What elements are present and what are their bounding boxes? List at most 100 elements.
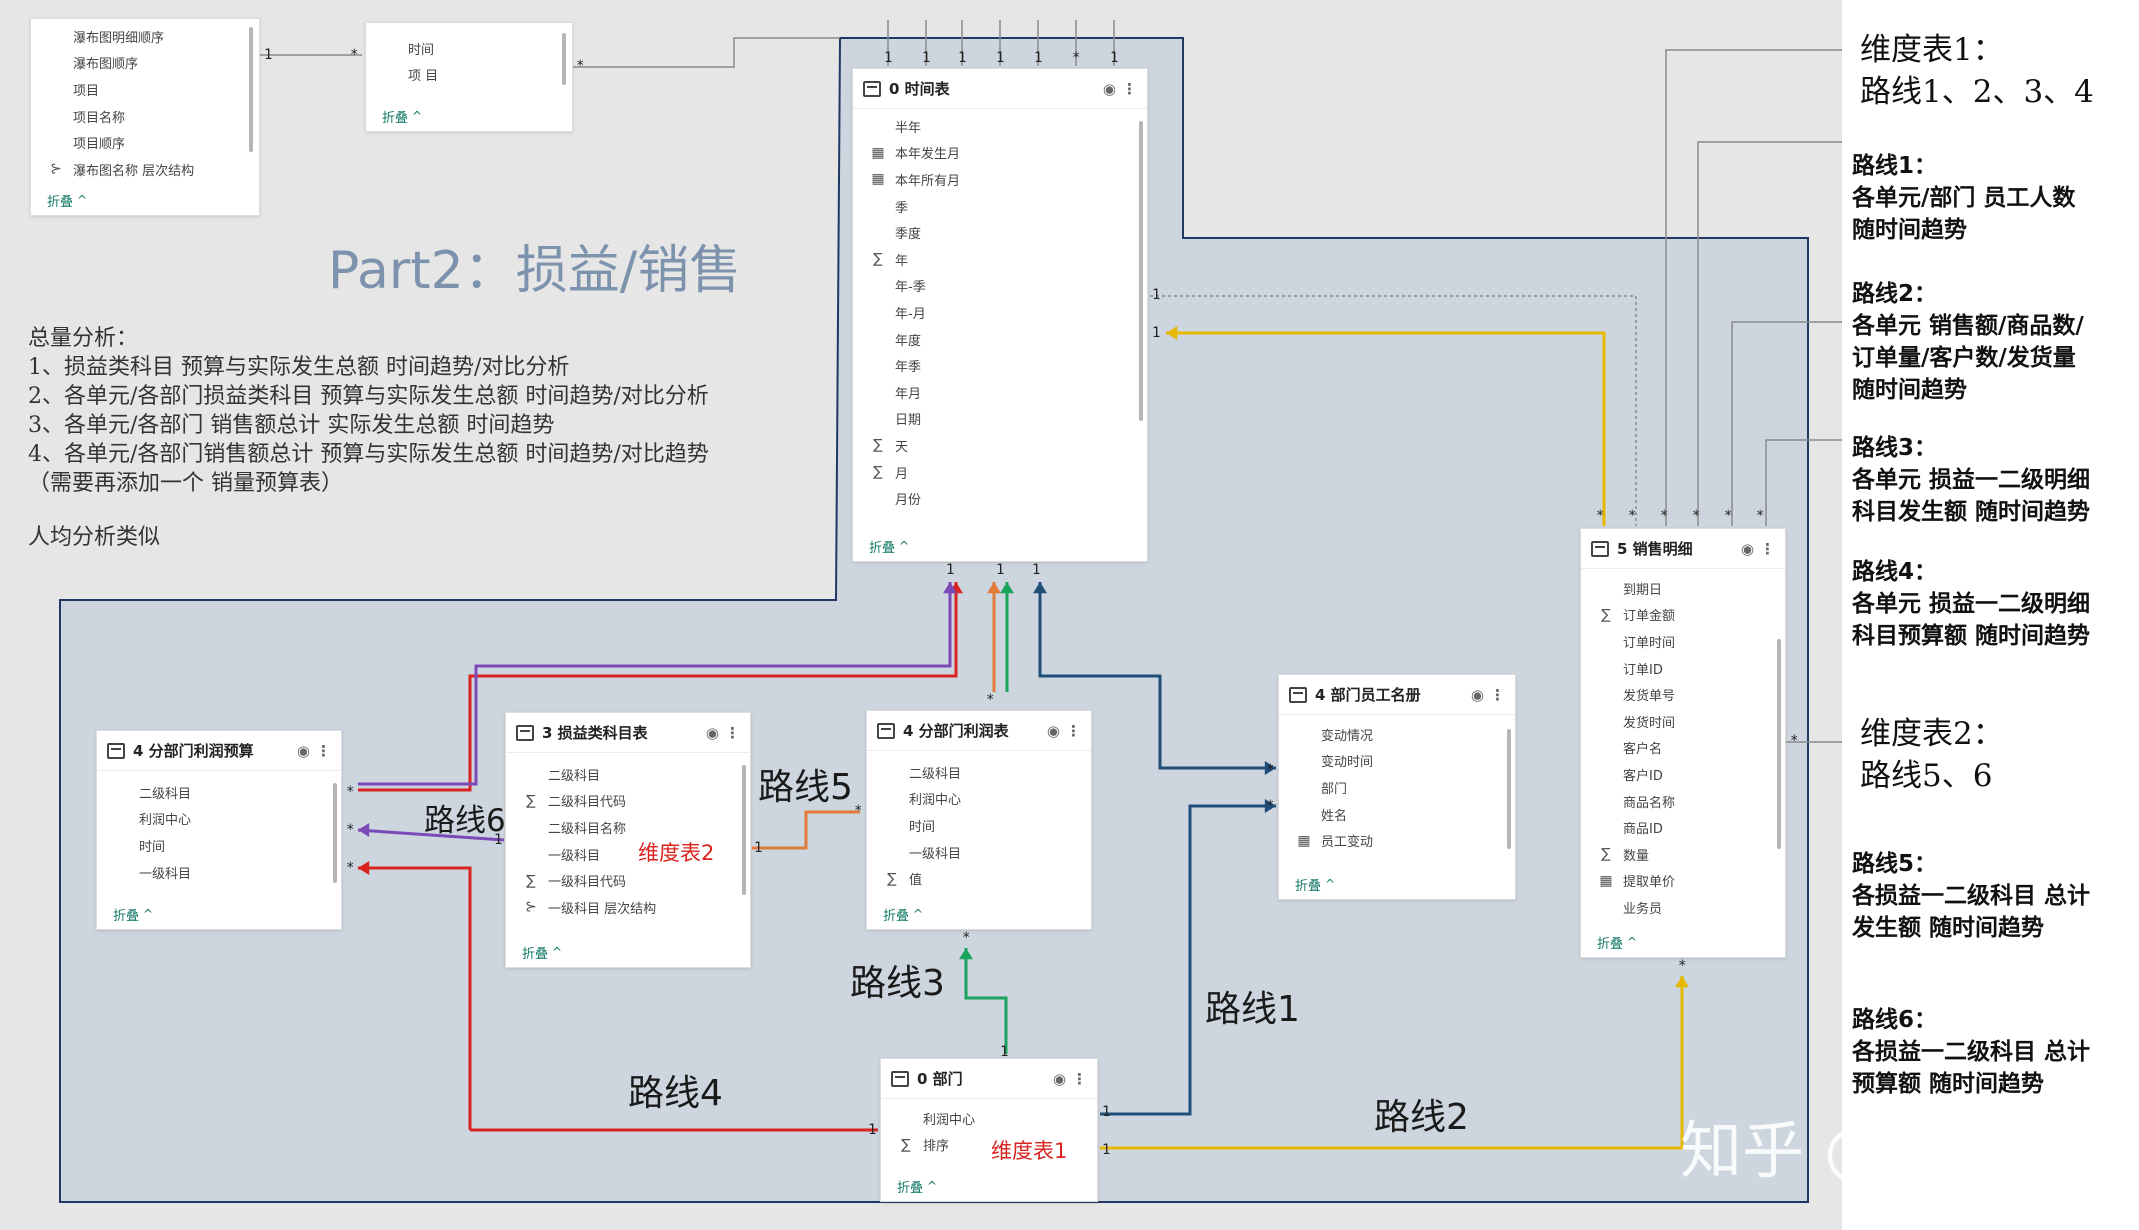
- collapse-button[interactable]: 折叠^: [31, 185, 87, 215]
- table-field[interactable]: 日期: [853, 406, 1147, 433]
- table-field[interactable]: 年度: [853, 326, 1147, 353]
- table-field[interactable]: 年月: [853, 379, 1147, 406]
- table-field[interactable]: 商品名称: [1581, 788, 1785, 815]
- table-card-budget[interactable]: 4 分部门利润预算 ◉ ⋮ 二级科目利润中心时间一级科目 折叠^: [96, 730, 342, 930]
- table-field[interactable]: 业务员: [1581, 894, 1785, 921]
- table-header[interactable]: 0 部门 ◉ ⋮: [881, 1059, 1097, 1099]
- eye-icon[interactable]: ◉: [296, 741, 310, 760]
- table-field[interactable]: ⊱瀑布图名称 层次结构: [31, 156, 259, 183]
- collapse-button[interactable]: 折叠^: [881, 1171, 937, 1201]
- table-header[interactable]: 5 销售明细 ◉ ⋮: [1581, 529, 1785, 569]
- table-field[interactable]: ∑排序: [881, 1132, 1097, 1159]
- table-field[interactable]: 年-月: [853, 299, 1147, 326]
- eye-icon[interactable]: ◉: [1046, 721, 1060, 740]
- eye-icon[interactable]: ◉: [1102, 79, 1116, 98]
- table-card-dept[interactable]: 0 部门 ◉ ⋮ 利润中心∑排序 维度表1 折叠^: [880, 1058, 1098, 1202]
- collapse-button[interactable]: 折叠^: [853, 531, 909, 561]
- scrollbar[interactable]: [1507, 729, 1511, 849]
- table-field[interactable]: ∑天: [853, 432, 1147, 459]
- table-field[interactable]: 一级科目: [867, 839, 1091, 866]
- table-field[interactable]: ▦员工变动: [1279, 827, 1515, 854]
- table-field[interactable]: 二级科目: [97, 779, 341, 806]
- table-field[interactable]: 项目: [31, 76, 259, 103]
- table-card-waterfall[interactable]: 瀑布图明细顺序瀑布图顺序项目项目名称项目顺序⊱瀑布图名称 层次结构 折叠^: [30, 18, 260, 216]
- table-header[interactable]: 4 分部门利润表 ◉ ⋮: [867, 711, 1091, 751]
- scrollbar[interactable]: [1777, 639, 1781, 849]
- table-header[interactable]: 3 损益类科目表 ◉ ⋮: [506, 713, 750, 753]
- more-icon[interactable]: ⋮: [316, 741, 331, 760]
- table-card-subject[interactable]: 3 损益类科目表 ◉ ⋮ 二级科目∑二级科目代码二级科目名称一级科目∑一级科目代…: [505, 712, 751, 968]
- table-header[interactable]: 4 部门员工名册 ◉ ⋮: [1279, 675, 1515, 715]
- table-card-employee[interactable]: 4 部门员工名册 ◉ ⋮ 变动情况变动时间部门姓名▦员工变动 折叠^: [1278, 674, 1516, 900]
- eye-icon[interactable]: ◉: [1052, 1069, 1066, 1088]
- table-field[interactable]: ▦本年所有月: [853, 166, 1147, 193]
- collapse-button[interactable]: 折叠^: [366, 101, 422, 131]
- table-header[interactable]: 4 分部门利润预算 ◉ ⋮: [97, 731, 341, 771]
- table-field[interactable]: 商品ID: [1581, 814, 1785, 841]
- table-field[interactable]: 姓名: [1279, 801, 1515, 828]
- collapse-button[interactable]: 折叠^: [1581, 927, 1637, 957]
- table-field[interactable]: 客户名: [1581, 735, 1785, 762]
- table-field[interactable]: 二级科目: [867, 759, 1091, 786]
- table-field[interactable]: 变动情况: [1279, 721, 1515, 748]
- table-field[interactable]: 到期日: [1581, 575, 1785, 602]
- table-field[interactable]: ⊱一级科目 层次结构: [506, 894, 750, 921]
- table-field[interactable]: 一级科目: [506, 841, 750, 868]
- table-field[interactable]: 项目名称: [31, 103, 259, 130]
- table-field[interactable]: ∑值: [867, 865, 1091, 892]
- scrollbar[interactable]: [562, 33, 566, 85]
- table-field[interactable]: 季度: [853, 219, 1147, 246]
- more-icon[interactable]: ⋮: [725, 723, 740, 742]
- table-field[interactable]: ∑月: [853, 459, 1147, 486]
- table-field[interactable]: 时间: [867, 812, 1091, 839]
- collapse-button[interactable]: 折叠^: [1279, 869, 1335, 899]
- table-card-profit[interactable]: 4 分部门利润表 ◉ ⋮ 二级科目利润中心时间一级科目∑值 折叠^: [866, 710, 1092, 930]
- table-field[interactable]: 二级科目名称: [506, 814, 750, 841]
- table-field[interactable]: ∑一级科目代码: [506, 867, 750, 894]
- table-field[interactable]: 订单时间: [1581, 628, 1785, 655]
- more-icon[interactable]: ⋮: [1122, 79, 1137, 98]
- table-field[interactable]: 利润中心: [97, 806, 341, 833]
- eye-icon[interactable]: ◉: [1740, 539, 1754, 558]
- table-field[interactable]: 瀑布图顺序: [31, 50, 259, 77]
- table-field[interactable]: ▦本年发生月: [853, 140, 1147, 167]
- scrollbar[interactable]: [742, 765, 746, 895]
- eye-icon[interactable]: ◉: [1470, 685, 1484, 704]
- table-field[interactable]: 利润中心: [881, 1105, 1097, 1132]
- table-field[interactable]: 发货时间: [1581, 708, 1785, 735]
- table-field[interactable]: 一级科目: [97, 859, 341, 886]
- table-field[interactable]: ▦提取单价: [1581, 868, 1785, 895]
- table-field[interactable]: 年季: [853, 352, 1147, 379]
- table-field[interactable]: 客户ID: [1581, 761, 1785, 788]
- table-field[interactable]: ∑订单金额: [1581, 602, 1785, 629]
- collapse-button[interactable]: 折叠^: [506, 937, 562, 967]
- collapse-button[interactable]: 折叠^: [97, 899, 153, 929]
- table-card-small-time[interactable]: 时间项 目 折叠^: [365, 22, 573, 132]
- table-field[interactable]: ∑二级科目代码: [506, 788, 750, 815]
- table-field[interactable]: 季: [853, 193, 1147, 220]
- table-header[interactable]: 0 时间表 ◉ ⋮: [853, 69, 1147, 109]
- table-card-time[interactable]: 0 时间表 ◉ ⋮ 半年▦本年发生月▦本年所有月季季度∑年年-季年-月年度年季年…: [852, 68, 1148, 562]
- table-field[interactable]: ∑数量: [1581, 841, 1785, 868]
- collapse-button[interactable]: 折叠^: [867, 899, 923, 929]
- table-field[interactable]: 二级科目: [506, 761, 750, 788]
- table-field[interactable]: 月份: [853, 485, 1147, 512]
- table-field[interactable]: 项 目: [366, 62, 572, 89]
- more-icon[interactable]: ⋮: [1072, 1069, 1087, 1088]
- more-icon[interactable]: ⋮: [1760, 539, 1775, 558]
- table-field[interactable]: 半年: [853, 113, 1147, 140]
- table-field[interactable]: 变动时间: [1279, 748, 1515, 775]
- table-field[interactable]: 订单ID: [1581, 655, 1785, 682]
- table-field[interactable]: 发货单号: [1581, 681, 1785, 708]
- more-icon[interactable]: ⋮: [1066, 721, 1081, 740]
- table-field[interactable]: 利润中心: [867, 786, 1091, 813]
- table-field[interactable]: 部门: [1279, 774, 1515, 801]
- scrollbar[interactable]: [1139, 121, 1143, 421]
- table-field[interactable]: 年-季: [853, 273, 1147, 300]
- table-field[interactable]: ∑年: [853, 246, 1147, 273]
- scrollbar[interactable]: [249, 27, 253, 152]
- table-field[interactable]: 项目顺序: [31, 129, 259, 156]
- more-icon[interactable]: ⋮: [1490, 685, 1505, 704]
- table-field[interactable]: 时间: [97, 832, 341, 859]
